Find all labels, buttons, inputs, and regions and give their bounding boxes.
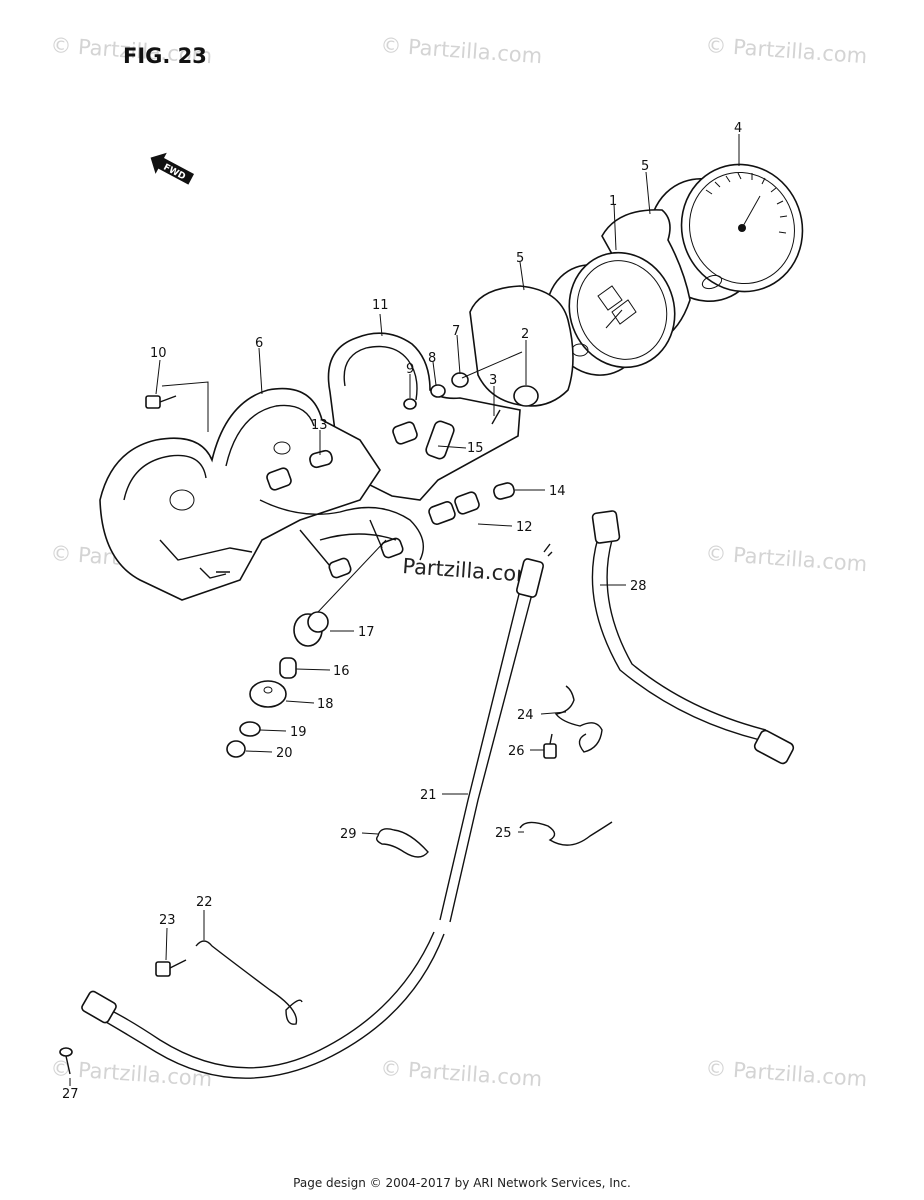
cable-guide-22 <box>195 940 303 1025</box>
part-label-26: 26 <box>508 744 525 759</box>
cushion <box>403 398 417 410</box>
part-label-3: 3 <box>489 373 497 388</box>
bolt-23 <box>155 959 187 977</box>
meter-assembly-drawing <box>99 163 804 758</box>
lamp-sockets <box>266 420 515 579</box>
watermark: © Partzilla.com <box>705 33 868 68</box>
part-label-1: 1 <box>609 194 617 209</box>
bolt <box>145 381 209 432</box>
bolt-26 <box>543 743 557 759</box>
washer-18 <box>249 680 287 708</box>
watermark: © Partzilla.com <box>705 541 868 576</box>
meter-case-upper <box>327 332 521 501</box>
meter-case-lower <box>99 387 381 601</box>
part-label-18: 18 <box>317 697 334 712</box>
watermark-center: Partzilla.com <box>402 554 538 587</box>
part-label-6: 6 <box>255 336 263 351</box>
washer-19 <box>239 721 261 737</box>
clamp-24 <box>554 685 603 753</box>
part-label-12: 12 <box>516 520 533 535</box>
figure-title: FIG. 23 <box>123 44 207 68</box>
part-label-22: 22 <box>196 895 213 910</box>
knob <box>513 385 539 407</box>
screw-27 <box>59 1047 73 1075</box>
part-label-14: 14 <box>549 484 566 499</box>
watermark: © Partzilla.com <box>705 1056 868 1091</box>
part-label-19: 19 <box>290 725 307 740</box>
meter-case-cover-center <box>469 285 574 407</box>
part-label-29: 29 <box>340 827 357 842</box>
part-label-24: 24 <box>517 708 534 723</box>
part-label-25: 25 <box>495 826 512 841</box>
watermark: © Partzilla.com <box>380 1056 543 1091</box>
part-label-9: 9 <box>406 362 414 377</box>
speedometer-cable <box>81 543 553 1079</box>
leader-lines <box>69 134 740 1086</box>
washer <box>430 384 446 398</box>
grommet <box>451 372 469 388</box>
clamp-25 <box>519 821 613 846</box>
part-label-5: 5 <box>516 251 524 266</box>
part-label-16: 16 <box>333 664 350 679</box>
part-label-11: 11 <box>372 298 389 313</box>
watermark: © Partzilla.com <box>50 1056 213 1091</box>
part-label-10: 10 <box>150 346 167 361</box>
part-label-27: 27 <box>62 1087 79 1102</box>
wiring-harness <box>259 499 424 567</box>
tachometer-cable <box>591 510 795 765</box>
part-label-28: 28 <box>630 579 647 594</box>
nut-20 <box>226 740 246 758</box>
part-label-21: 21 <box>420 788 437 803</box>
part-label-17: 17 <box>358 625 375 640</box>
part-labels: 1 2 3 4 5 5 6 7 8 9 10 11 12 13 14 15 16… <box>62 121 742 1102</box>
watermark: © Partzilla.com <box>380 33 543 68</box>
clip-29 <box>375 828 429 858</box>
part-label-7: 7 <box>452 324 460 339</box>
part-label-5: 5 <box>641 159 649 174</box>
footer-copyright: Page design © 2004-2017 by ARI Network S… <box>293 1176 631 1190</box>
screw <box>491 409 501 425</box>
cables-drawing <box>59 510 795 1079</box>
part-label-2: 2 <box>521 327 529 342</box>
part-label-15: 15 <box>467 441 484 456</box>
spacer-16 <box>279 657 297 679</box>
forward-direction-arrow-icon: FWD <box>150 152 195 185</box>
part-label-8: 8 <box>428 351 436 366</box>
part-label-23: 23 <box>159 913 176 928</box>
part-label-4: 4 <box>734 121 742 136</box>
part-label-13: 13 <box>311 418 328 433</box>
part-label-20: 20 <box>276 746 293 761</box>
